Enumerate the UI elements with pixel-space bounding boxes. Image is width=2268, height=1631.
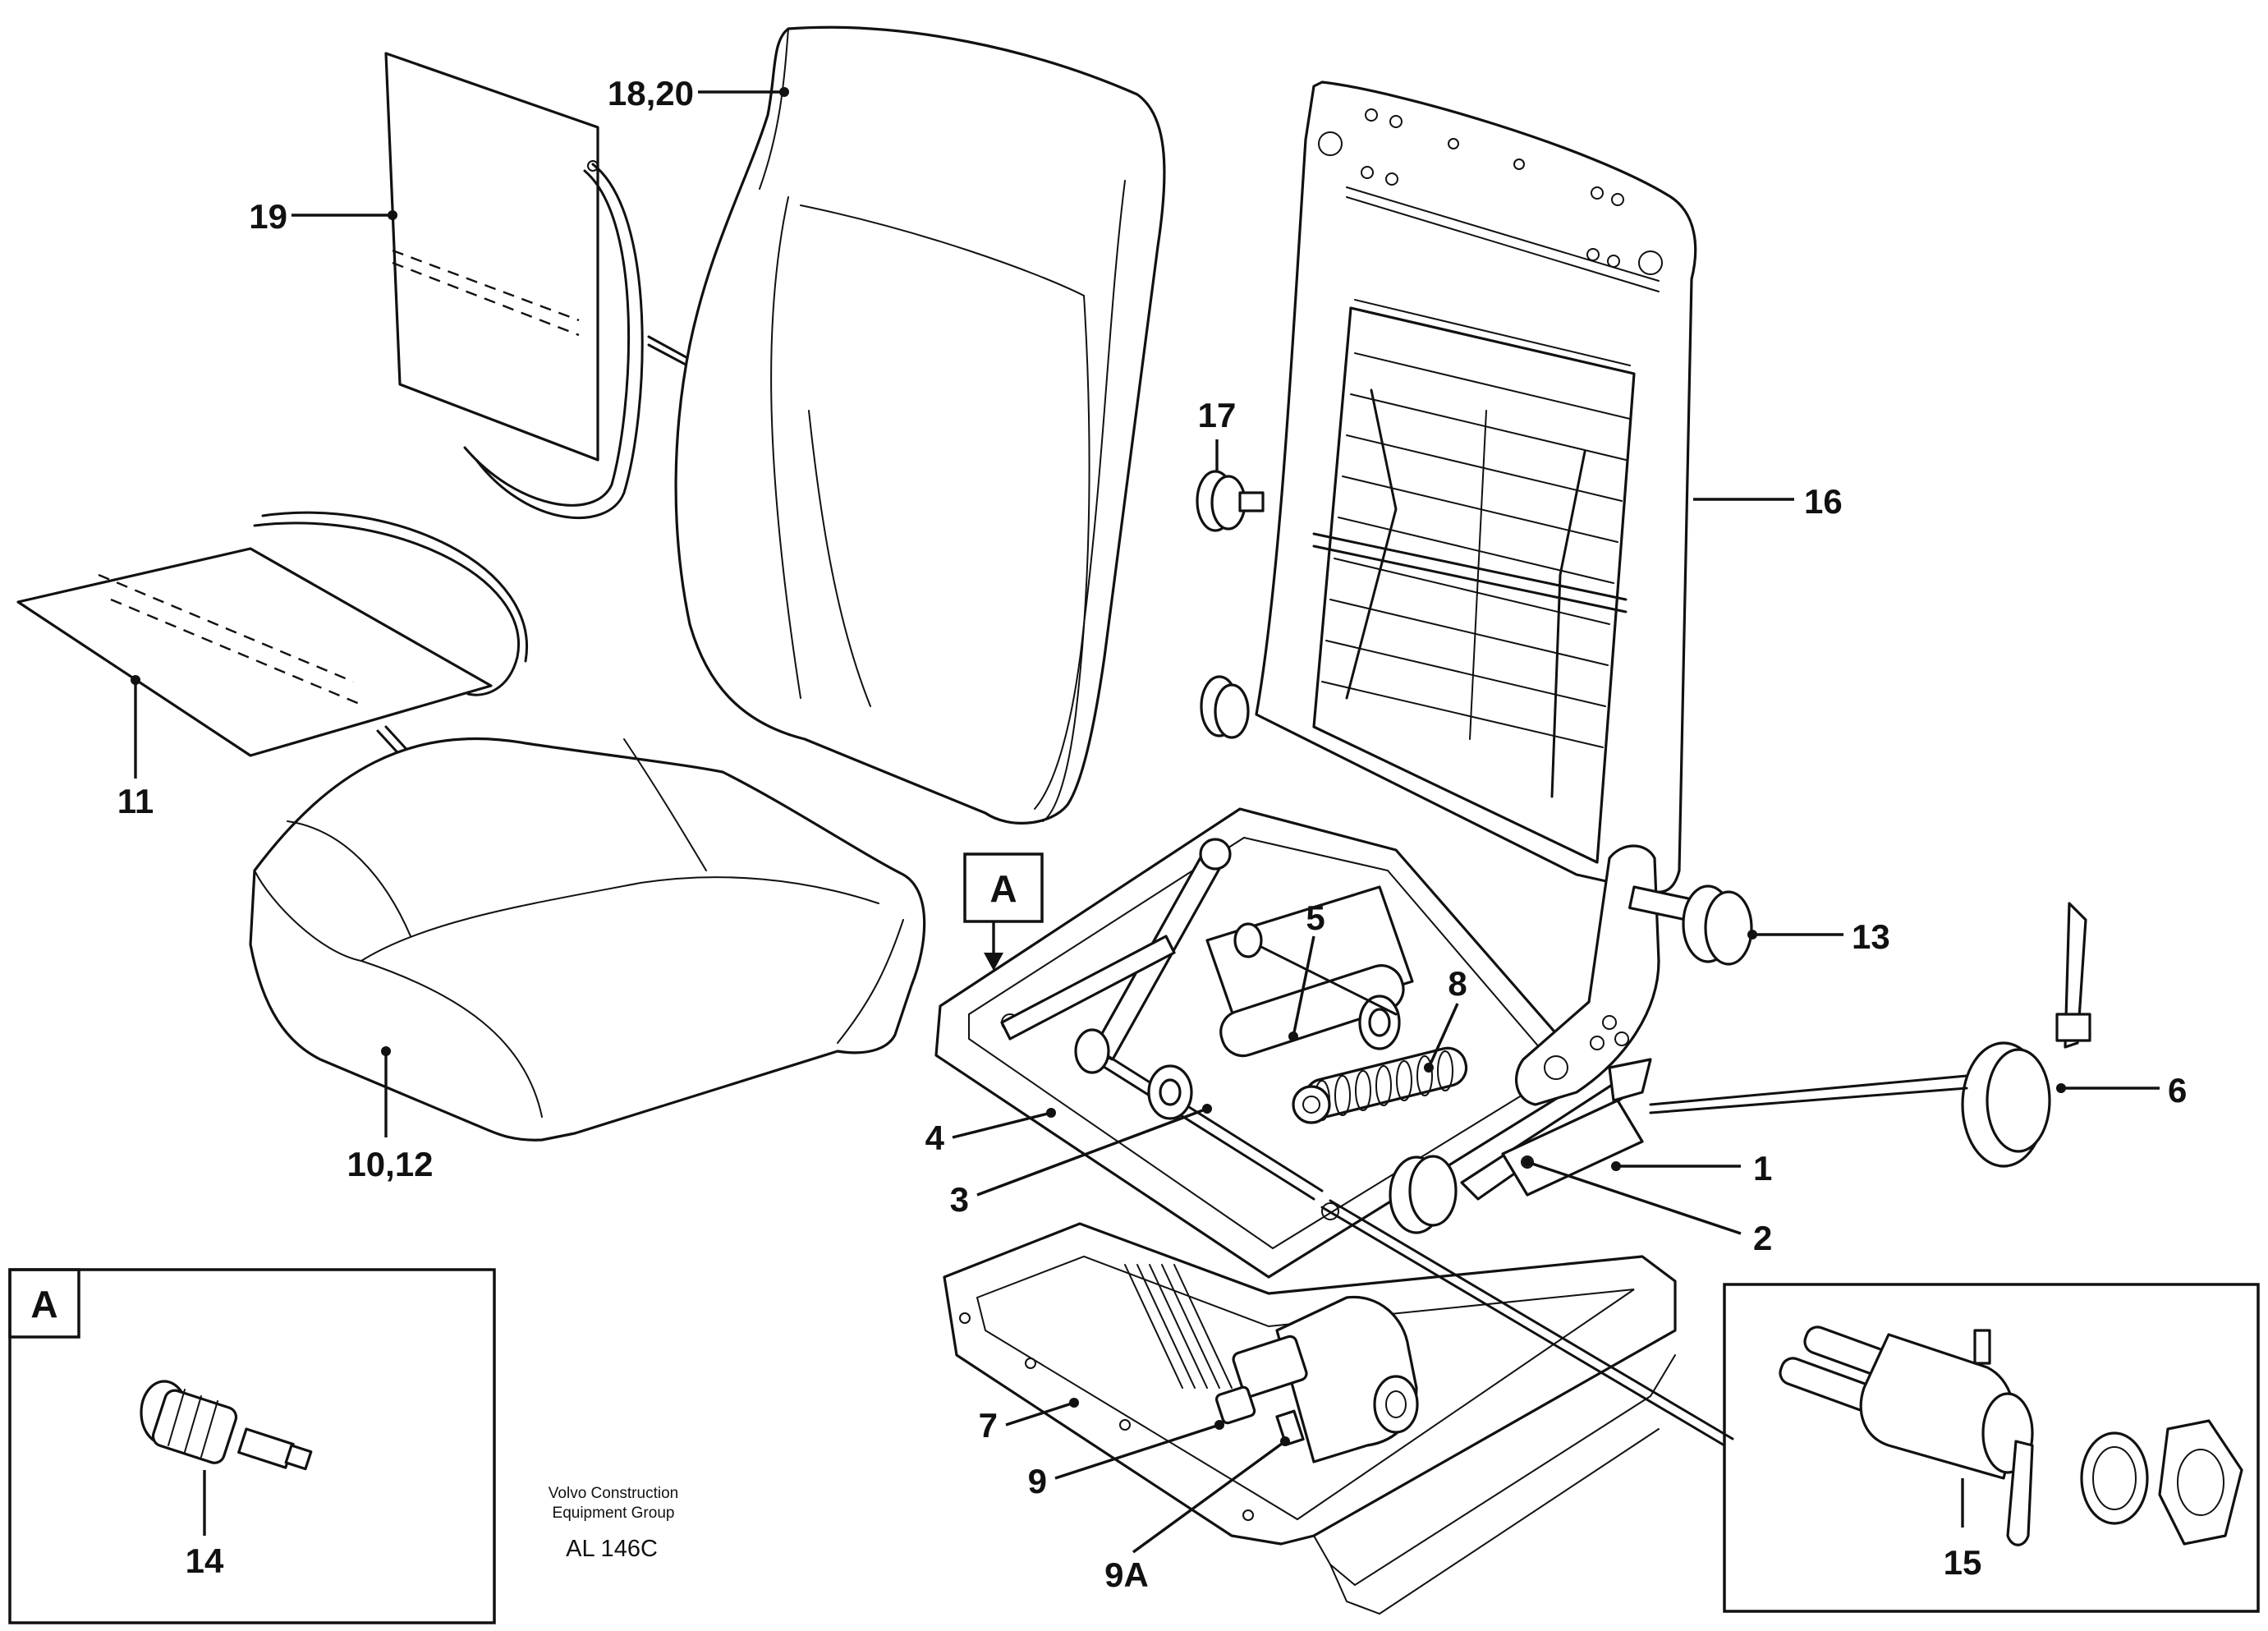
inset-detail-15: 15 [1723,1283,2260,1613]
label-18-20: 18,20 [608,74,694,113]
label-4: 4 [925,1119,945,1157]
label-19: 19 [249,197,287,236]
callouts: 18,20 19 11 10,12 16 17 13 6 5 8 [117,74,2188,1594]
label-16: 16 [1804,482,1843,521]
part-19-backrest-heater-pad [384,52,905,519]
label-10-12: 10,12 [347,1145,433,1183]
label-9: 9 [1028,1462,1047,1500]
label-8: 8 [1448,964,1467,1003]
scissor-arms [1000,838,1232,1061]
detail-marker-a: A [963,852,1044,971]
part-18-20-backrest-cushion [674,25,1166,825]
part-3-cross-shaft [1074,922,1398,1201]
publisher-block: Volvo Construction Equipment Group AL 14… [549,1485,678,1562]
side-bracket [1515,844,1660,1106]
inset-marker: A [30,1283,57,1325]
publisher-line-1: Volvo Construction [549,1485,678,1502]
label-6: 6 [2168,1071,2187,1110]
part-13-knob [1628,884,1753,966]
label-2: 2 [1753,1219,1772,1257]
inset-detail-a: A 14 [8,1268,496,1624]
detail-marker-text: A [989,867,1017,910]
label-17: 17 [1198,396,1237,434]
part-1-2-lever-assembly [1389,1058,1652,1234]
part-6-clamp [1649,902,2091,1168]
label-9a: 9A [1104,1555,1149,1594]
label-15: 15 [1944,1543,1982,1582]
label-13: 13 [1852,917,1890,956]
part-16-backrest-frame [1255,80,1697,894]
part-15-valve [1779,1325,2243,1546]
label-5: 5 [1306,898,1325,937]
label-11: 11 [117,782,154,820]
publisher-line-2: Equipment Group [553,1505,675,1522]
drawing-code: AL 146C [566,1536,658,1562]
label-14: 14 [186,1541,224,1580]
part-14-connector [140,1380,313,1471]
label-1: 1 [1753,1149,1772,1188]
backrest-spring-mesh [1312,352,1631,798]
knob-left-front [1200,675,1250,739]
label-7: 7 [979,1406,998,1445]
part-9-valve [1214,1295,1419,1463]
label-3: 3 [950,1180,969,1219]
part-10-12-seat-cushion [249,737,926,1142]
part-17-knob [1196,470,1265,532]
